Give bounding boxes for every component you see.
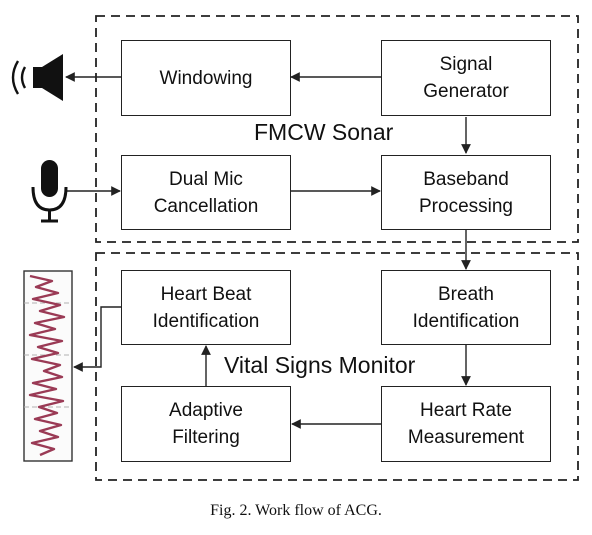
ecg-waveform-icon <box>23 270 73 462</box>
ecg-trace <box>28 274 66 457</box>
adaptive-filtering-block: Adaptive Filtering <box>121 386 291 462</box>
fmcw-sonar-frame <box>95 15 579 243</box>
vital-signs-frame <box>95 252 579 481</box>
baseband-processing-block: Baseband Processing <box>381 155 551 230</box>
heart-rate-measurement-block: Heart Rate Measurement <box>381 386 551 462</box>
fmcw-sonar-label: FMCW Sonar <box>250 119 398 146</box>
dual-mic-cancellation-block: Dual Mic Cancellation <box>121 155 291 230</box>
arrow-heartbeat-to-waveform <box>73 306 121 372</box>
speaker-icon <box>11 54 63 101</box>
vital-signs-monitor-label: Vital Signs Monitor <box>220 352 420 379</box>
microphone-icon <box>31 160 68 223</box>
windowing-block: Windowing <box>121 40 291 116</box>
heart-beat-identification-block: Heart Beat Identification <box>121 270 291 345</box>
signal-generator-block: Signal Generator <box>381 40 551 116</box>
figure-caption: Fig. 2. Work flow of ACG. <box>210 502 382 519</box>
breath-identification-block: Breath Identification <box>381 270 551 345</box>
